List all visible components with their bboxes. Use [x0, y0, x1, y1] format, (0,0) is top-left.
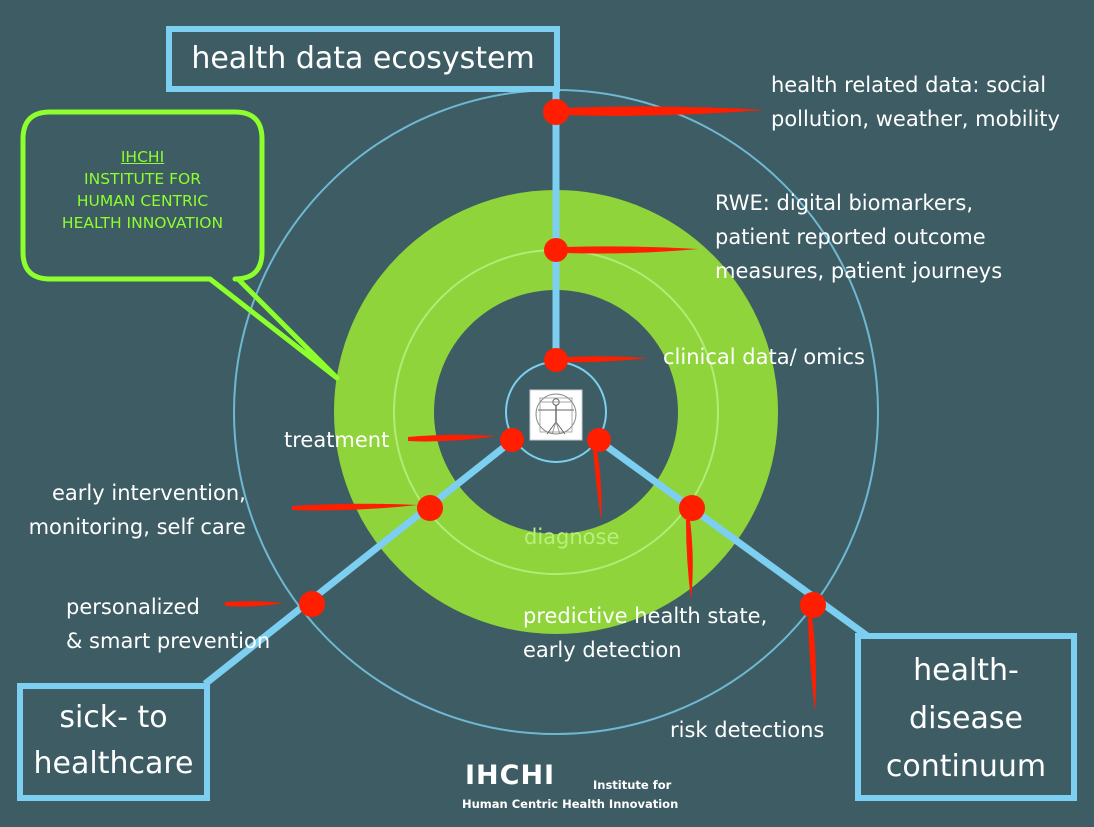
marker-stroke-personalized [225, 601, 283, 607]
sick-to-healthcare-line-2: healthcare [33, 746, 194, 781]
label-health-related-line-1: health related data: social [771, 73, 1047, 97]
callout-line-ihchi: IHCHI [120, 148, 165, 166]
callout-line-4: HEALTH INNOVATION [61, 214, 224, 232]
marker-stroke-clinical [566, 356, 648, 363]
label-early-intervention: early intervention, monitoring, self car… [24, 476, 246, 544]
label-predictive-line-2: early detection [523, 638, 682, 662]
ecosystem-title-box: health data ecosystem [166, 26, 560, 92]
vitruvian-man-image [529, 389, 583, 441]
marker-dot-clinical [544, 348, 568, 372]
marker-dot-treatment [500, 428, 524, 452]
marker-dot-diagnose [587, 428, 611, 452]
label-predictive: predictive health state, early detection [523, 599, 767, 667]
label-rwe-line-3: measures, patient journeys [715, 259, 1003, 283]
marker-stroke-predictive [686, 520, 693, 600]
marker-stroke-treatment [408, 434, 497, 442]
continuum-line-2: disease [909, 701, 1023, 736]
marker-stroke-health-related [560, 106, 765, 116]
footer-logo-line-1: Institute for [593, 778, 672, 792]
label-treatment: treatment [284, 428, 390, 452]
marker-dot-health-related [543, 99, 569, 125]
callout-bubble [20, 109, 340, 381]
continuum-line-1: health- [913, 653, 1019, 688]
callout-text: IHCHI INSTITUTE FOR HUMAN CENTRIC HEALTH… [30, 146, 255, 234]
marker-dot-predictive [679, 495, 705, 521]
label-clinical: clinical data/ omics [663, 345, 865, 369]
sick-to-healthcare-line-1: sick- to [59, 700, 168, 735]
label-health-related-line-2: pollution, weather, mobility [771, 107, 1060, 131]
label-rwe: RWE: digital biomarkers, patient reporte… [715, 186, 1002, 288]
label-rwe-line-2: patient reported outcome [715, 225, 986, 249]
sick-to-healthcare-box: sick- to healthcare [17, 683, 210, 801]
footer-logo-line-2: Human Centric Health Innovation [462, 797, 679, 811]
label-personalized-line-1: personalized [66, 595, 200, 619]
continuum-box: health- disease continuum [855, 633, 1077, 801]
marker-stroke-rwe [565, 246, 698, 254]
continuum-line-3: continuum [885, 749, 1047, 784]
marker-dot-risk [800, 592, 826, 618]
callout-line-2: INSTITUTE FOR [84, 170, 201, 188]
label-personalized: personalized & smart prevention [66, 590, 270, 658]
label-diagnose: diagnose [524, 525, 620, 549]
ecosystem-title: health data ecosystem [191, 41, 535, 76]
label-early-intervention-line-2: monitoring, self care [28, 515, 246, 539]
axis-left [202, 437, 516, 687]
marker-stroke-early-intervention [292, 503, 418, 511]
label-rwe-line-1: RWE: digital biomarkers, [715, 191, 974, 215]
marker-dot-early-intervention [417, 495, 443, 521]
marker-dot-rwe [544, 238, 568, 262]
marker-stroke-diagnose [593, 450, 602, 520]
callout-line-3: HUMAN CENTRIC [76, 192, 209, 210]
label-early-intervention-line-1: early intervention, [52, 481, 246, 505]
label-personalized-line-2: & smart prevention [66, 629, 271, 653]
label-risk: risk detections [670, 718, 825, 742]
label-predictive-line-1: predictive health state, [523, 604, 768, 628]
marker-dot-personalized [299, 591, 325, 617]
label-health-related: health related data: social pollution, w… [771, 68, 1060, 136]
marker-stroke-risk [808, 618, 816, 712]
footer-logo-title: IHCHI [465, 760, 556, 791]
